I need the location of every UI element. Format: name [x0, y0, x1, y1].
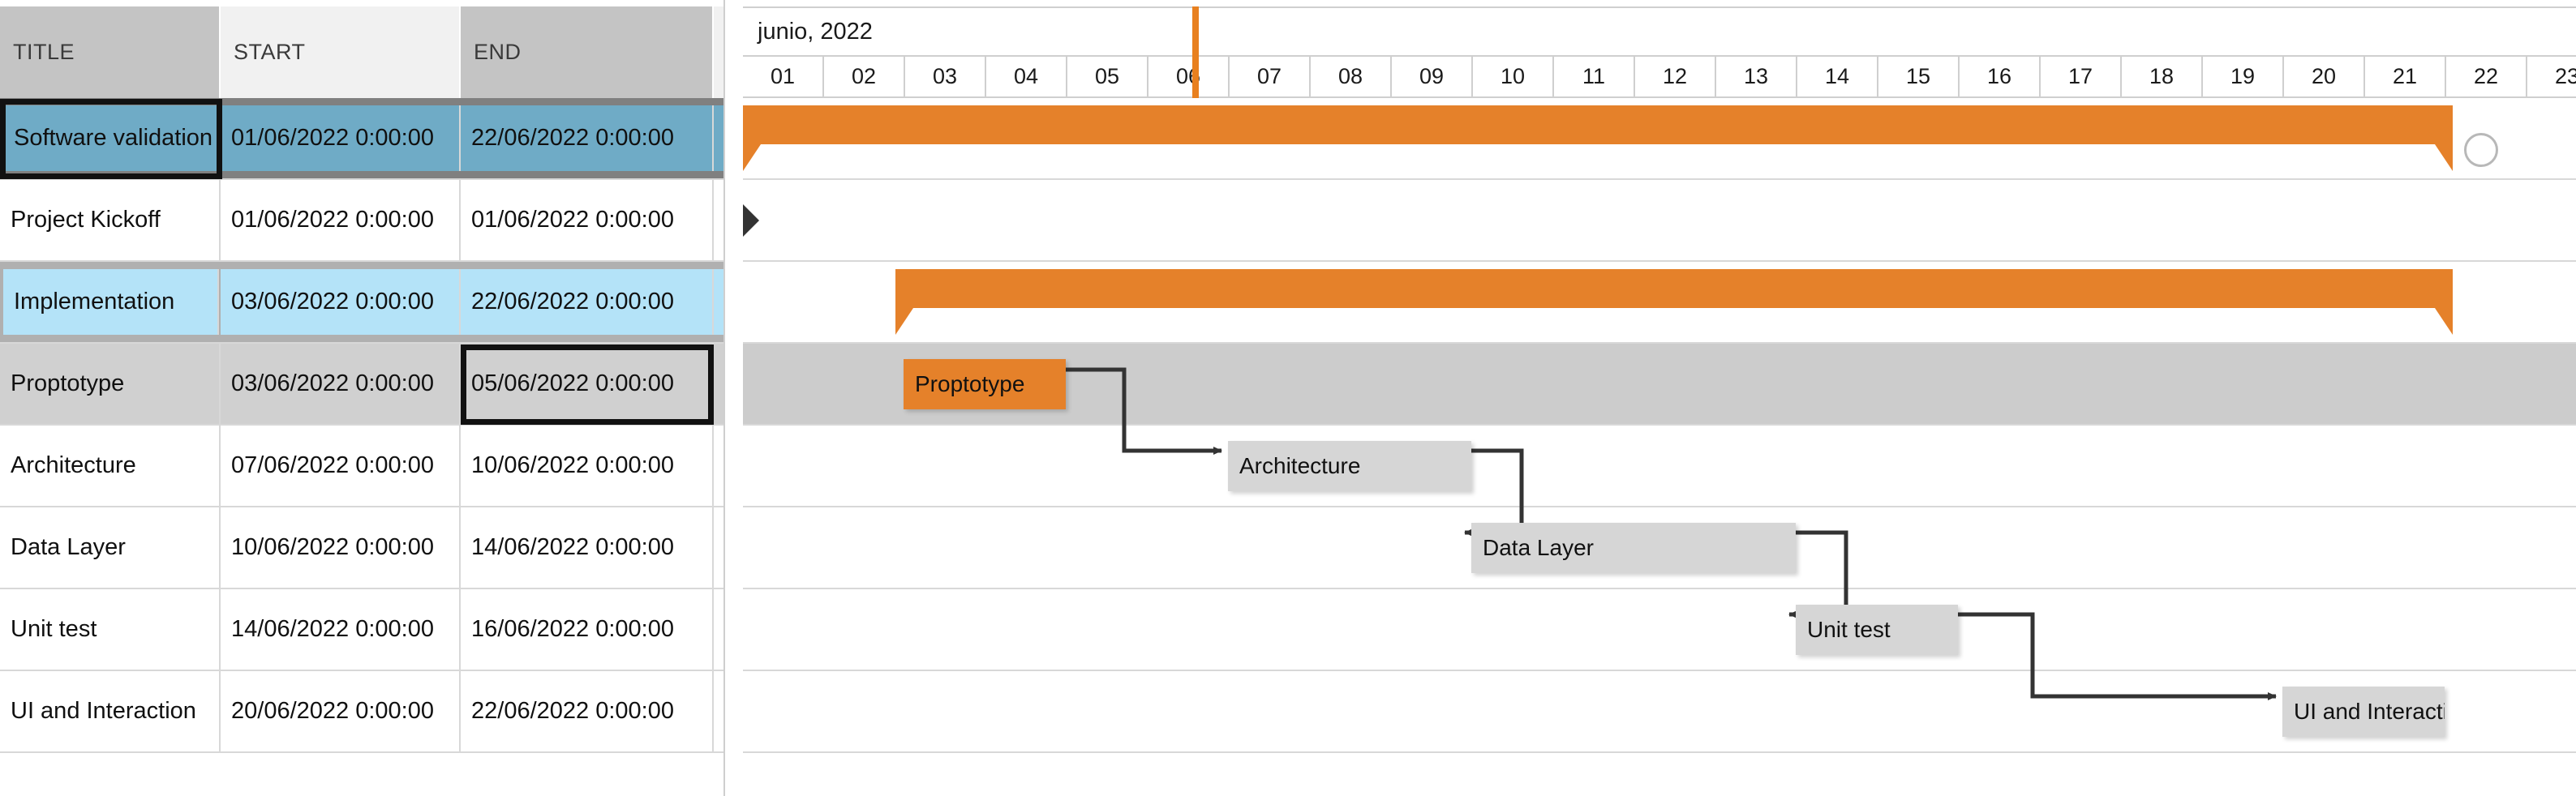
grid-cell-extra[interactable]: 0	[714, 269, 723, 335]
task-bar-label: UI and Interaction	[2294, 699, 2445, 724]
timeline-day-cell: 22	[2446, 57, 2527, 98]
timeline-day-cell: 14	[1797, 57, 1878, 98]
task-bar[interactable]: Architecture	[1228, 441, 1471, 491]
timeline-day-cell: 17	[2041, 57, 2122, 98]
timeline-day-cell: 23	[2527, 57, 2576, 98]
timeline-day-cell: 15	[1878, 57, 1960, 98]
timeline-day-cell: 02	[824, 57, 905, 98]
grid-cell-title[interactable]: UI and Interaction	[0, 671, 221, 751]
grid-cell-start[interactable]: 01/06/2022 0:00:00	[221, 105, 461, 171]
grid-cell-title[interactable]: Implementation	[3, 269, 219, 335]
grid-header-title[interactable]: TITLE	[0, 6, 221, 98]
grid-cell-extra[interactable]: 3	[714, 180, 723, 260]
grid-cell-start[interactable]: 20/06/2022 0:00:00	[221, 671, 461, 751]
task-bar-label: Architecture	[1239, 453, 1361, 478]
grid-cell-extra[interactable]: 0	[714, 507, 723, 588]
grid-cell-start[interactable]: 01/06/2022 0:00:00	[221, 180, 461, 260]
timeline-day-cell: 18	[2122, 57, 2203, 98]
milestone-marker[interactable]	[743, 195, 759, 246]
task-bar[interactable]: Proptotype	[904, 359, 1066, 409]
grid-cell-title[interactable]: Data Layer	[0, 507, 221, 588]
grid-cell-start[interactable]: 03/06/2022 0:00:00	[221, 269, 461, 335]
grid-cell-end[interactable]: 10/06/2022 0:00:00	[461, 426, 714, 506]
timeline-day-cell: 16	[1960, 57, 2041, 98]
grid-cell-extra[interactable]: 0	[714, 344, 723, 424]
grid-cell-title[interactable]: Software validation	[3, 105, 219, 171]
grid-cell-extra[interactable]: 1	[714, 589, 723, 670]
grid-chart-splitter[interactable]	[723, 0, 745, 796]
grid-cell-end[interactable]: 22/06/2022 0:00:00	[461, 269, 714, 335]
grid-cell-end[interactable]: 14/06/2022 0:00:00	[461, 507, 714, 588]
grid-cell-start[interactable]: 14/06/2022 0:00:00	[221, 589, 461, 670]
timeline-day-cell: 07	[1230, 57, 1311, 98]
grid-header-start[interactable]: START	[221, 6, 461, 98]
timeline-day-cell: 11	[1554, 57, 1635, 98]
task-bar-label: Unit test	[1807, 617, 1891, 642]
timeline-day-cell: 01	[743, 57, 824, 98]
timeline-month-label: junio, 2022	[743, 6, 2576, 57]
grid-cell-end[interactable]: 16/06/2022 0:00:00	[461, 589, 714, 670]
grid-cell-start[interactable]: 07/06/2022 0:00:00	[221, 426, 461, 506]
grid-cell-end[interactable]: 05/06/2022 0:00:00	[461, 344, 714, 424]
grid-cell-end[interactable]: 01/06/2022 0:00:00	[461, 180, 714, 260]
timeline-day-cell: 10	[1473, 57, 1554, 98]
summary-end-handle[interactable]	[2464, 133, 2498, 167]
timeline-row[interactable]	[743, 426, 2576, 507]
timeline-day-cell: 05	[1067, 57, 1148, 98]
grid-cell-title[interactable]: Proptotype	[0, 344, 221, 424]
grid-cell-extra[interactable]: 0	[714, 426, 723, 506]
task-bar[interactable]: Unit test	[1796, 605, 1958, 655]
today-line-marker	[1192, 6, 1199, 98]
grid-cell-end[interactable]: 22/06/2022 0:00:00	[461, 671, 714, 751]
grid-cell-title[interactable]: Architecture	[0, 426, 221, 506]
timeline-day-cell: 19	[2203, 57, 2284, 98]
task-bar[interactable]: UI and Interaction	[2282, 687, 2445, 737]
grid-header-end[interactable]: END	[461, 6, 714, 98]
grid-cell-title[interactable]: Unit test	[0, 589, 221, 670]
grid-header-extra[interactable]	[714, 6, 723, 98]
timeline-day-cell: 04	[986, 57, 1067, 98]
timeline-day-cell: 12	[1635, 57, 1716, 98]
timeline-row[interactable]	[743, 180, 2576, 262]
timeline-row[interactable]	[743, 589, 2576, 671]
timeline-day-cell: 08	[1311, 57, 1392, 98]
task-bar-label: Data Layer	[1483, 535, 1594, 560]
timeline-day-cell: 21	[2365, 57, 2446, 98]
grid-cell-extra[interactable]: 1	[714, 671, 723, 751]
timeline-day-cell: 13	[1716, 57, 1797, 98]
summary-bar[interactable]	[743, 105, 2453, 171]
summary-bar[interactable]	[895, 269, 2453, 335]
task-bar-label: Proptotype	[915, 371, 1025, 396]
timeline-day-cell: 06	[1148, 57, 1230, 98]
grid-cell-start[interactable]: 10/06/2022 0:00:00	[221, 507, 461, 588]
grid-cell-end[interactable]: 22/06/2022 0:00:00	[461, 105, 714, 171]
timeline-day-cell: 09	[1392, 57, 1473, 98]
grid-header-row: TITLE START END	[0, 6, 723, 98]
timeline-day-cell: 03	[905, 57, 986, 98]
grid-cell-start[interactable]: 03/06/2022 0:00:00	[221, 344, 461, 424]
grid-cell-title[interactable]: Project Kickoff	[0, 180, 221, 260]
task-bar[interactable]: Data Layer	[1471, 523, 1796, 573]
timeline-day-cell: 20	[2284, 57, 2365, 98]
grid-cell-extra[interactable]: 0	[714, 105, 723, 171]
